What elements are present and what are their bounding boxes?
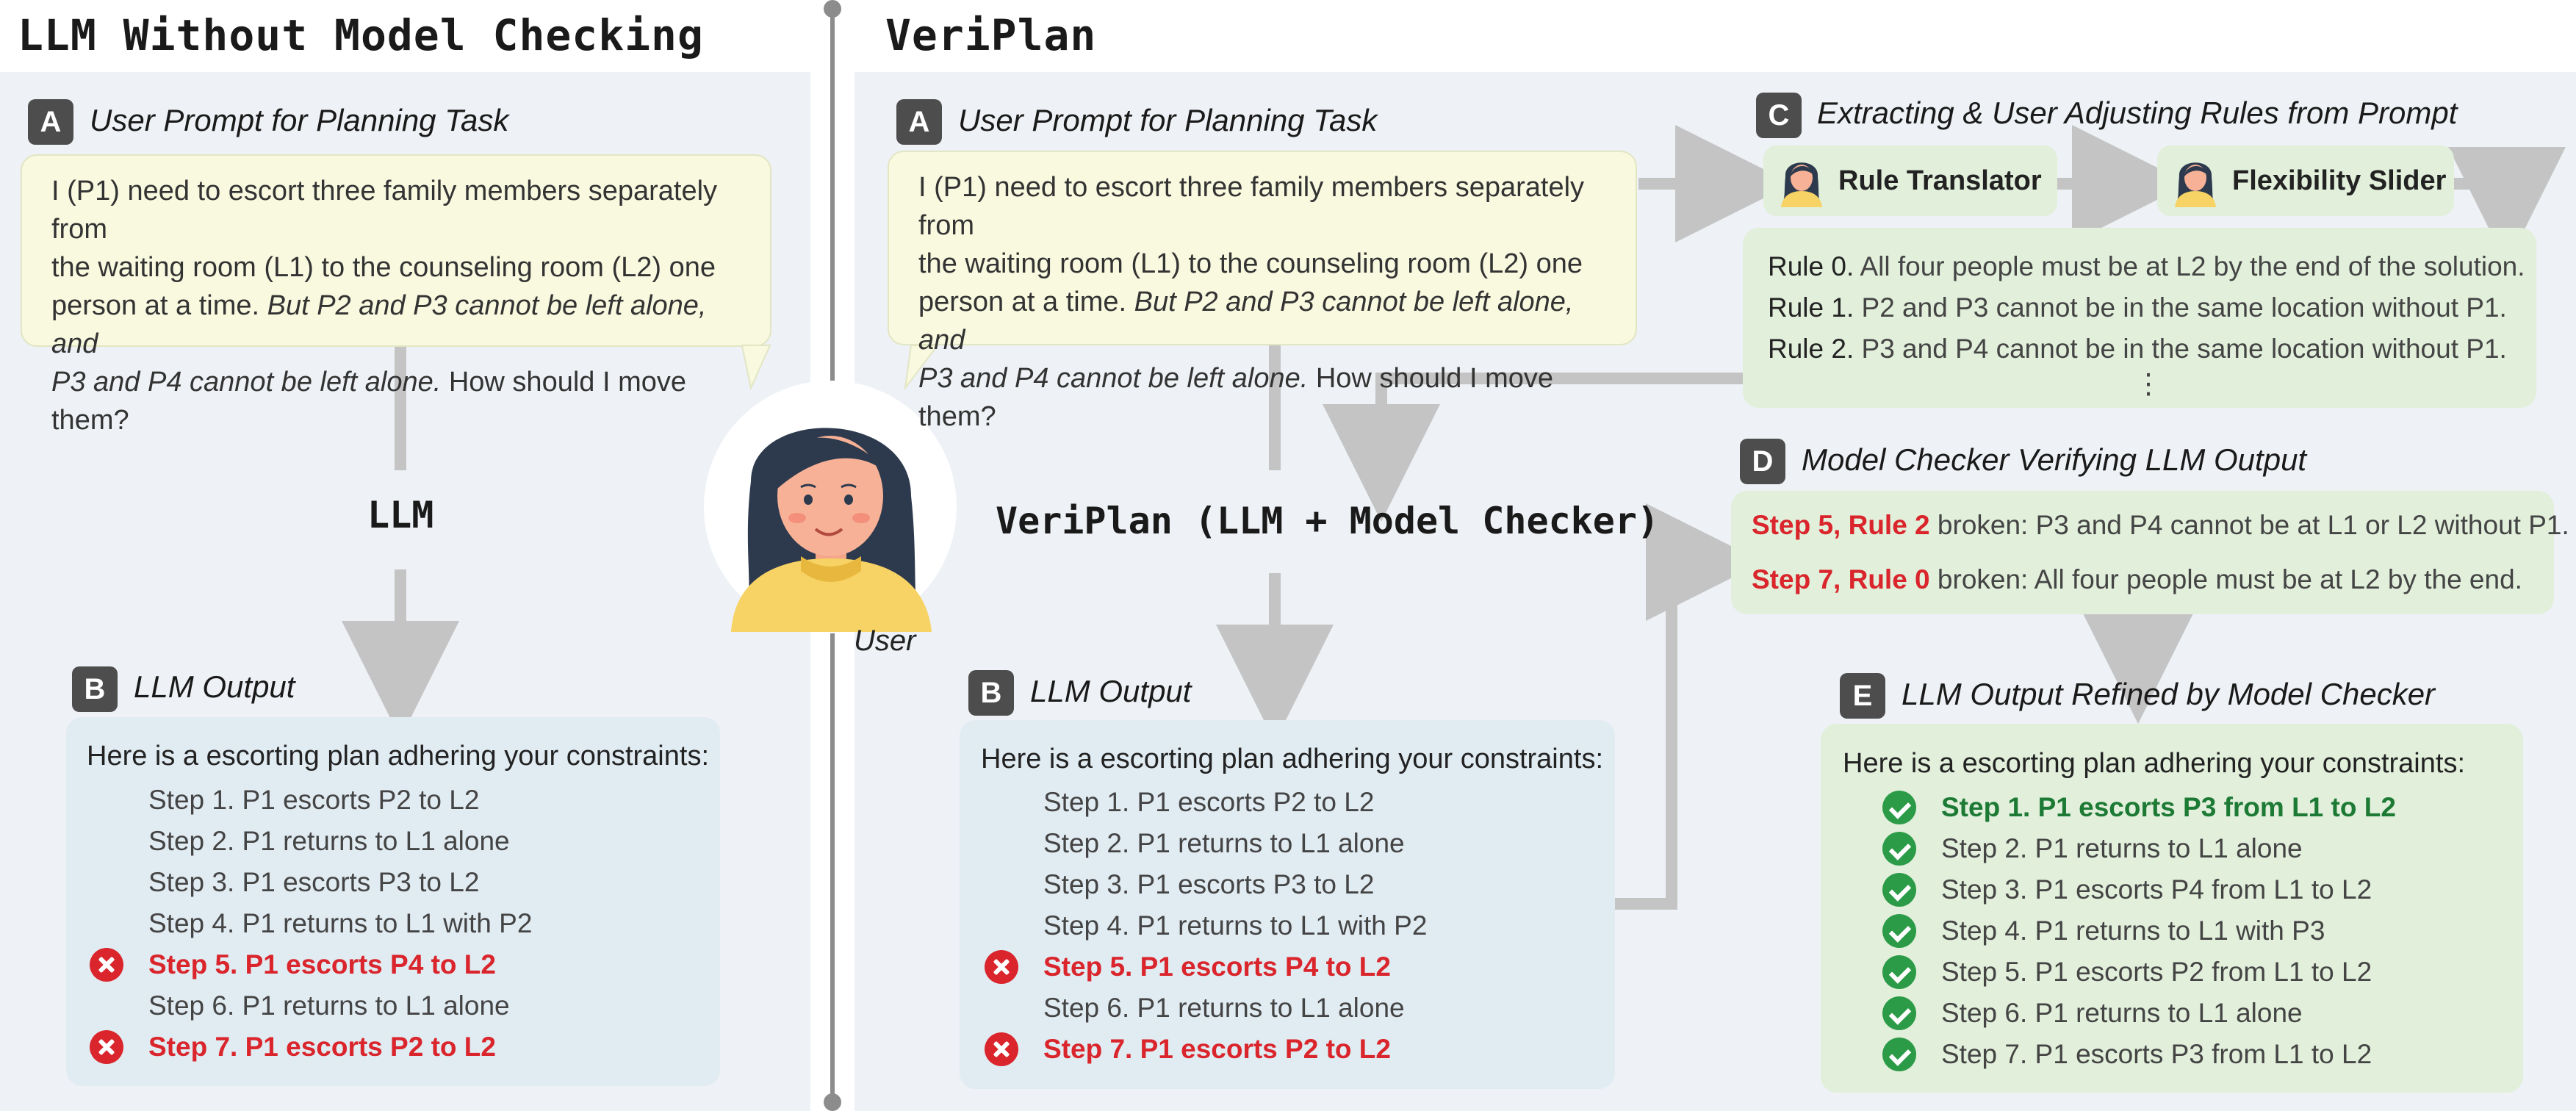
checker-error: Step 7, Rule 0 broken: All four people m… xyxy=(1752,564,2522,594)
section-badge-e: E xyxy=(1840,673,1885,719)
user-label: User xyxy=(854,625,916,657)
flexibility-slider-chip[interactable]: Flexibility Slider xyxy=(2157,145,2454,216)
output-step: Step 4. P1 returns to L1 with P2 xyxy=(1043,910,1428,941)
user-avatar xyxy=(691,378,970,643)
check-icon xyxy=(1882,791,1916,824)
output-heading-left: Here is a escorting plan adhering your c… xyxy=(87,741,710,772)
output-step: Step 4. P1 returns to L1 with P2 xyxy=(148,908,533,938)
section-badge-a-right: A xyxy=(896,99,942,145)
refined-section-title: LLM Output Refined by Model Checker xyxy=(1902,677,2436,711)
flexibility-slider-label: Flexibility Slider xyxy=(2232,165,2447,196)
prompt-line-2: the waiting room (L1) to the counseling … xyxy=(51,252,716,283)
rule-item[interactable]: Rule 1. P2 and P3 cannot be in the same … xyxy=(1768,292,2507,323)
veriplan-process-label: VeriPlan (LLM + Model Checker) xyxy=(996,500,1660,542)
prompt-line-4: P3 and P4 cannot be left alone. How shou… xyxy=(51,367,687,436)
rules-box xyxy=(1743,228,2536,408)
divider-top-dot xyxy=(824,0,841,18)
checker-box xyxy=(1731,491,2554,614)
divider-bottom-dot xyxy=(824,1093,841,1111)
prompt-line-4-right: P3 and P4 cannot be left alone. How shou… xyxy=(918,363,1554,432)
llm-process-label: LLM xyxy=(367,494,434,536)
output-step: Step 3. P1 escorts P3 to L2 xyxy=(1043,869,1375,899)
prompt-line-1: I (P1) need to escort three family membe… xyxy=(51,176,718,245)
refined-step: Step 3. P1 escorts P4 from L1 to L2 xyxy=(1941,874,2372,905)
arrow-output-to-checker xyxy=(1615,503,1763,910)
rules-section-title: Extracting & User Adjusting Rules from P… xyxy=(1817,96,2458,130)
llm-output-box-left xyxy=(66,717,720,1086)
check-icon xyxy=(1882,873,1916,907)
output-step: Step 2. P1 returns to L1 alone xyxy=(148,826,510,856)
error-x-icon xyxy=(90,1030,123,1064)
output-step: Step 5. P1 escorts P4 to L2 xyxy=(148,949,496,979)
user-prompt-bubble-left: I (P1) need to escort three family membe… xyxy=(21,154,771,436)
prompt-line-1-right: I (P1) need to escort three family membe… xyxy=(918,172,1585,241)
section-badge-b-right: B xyxy=(968,670,1014,716)
refined-step: Step 4. P1 returns to L1 with P3 xyxy=(1941,916,2325,946)
rule-item[interactable]: Rule 0. All four people must be at L2 by… xyxy=(1768,251,2525,281)
rules-ellipsis: ⋮ xyxy=(2134,369,2162,400)
rule-translator-chip: Rule Translator xyxy=(1763,145,2057,216)
prompt-line-3: person at a time. But P2 and P3 cannot b… xyxy=(51,290,707,359)
output-step: Step 1. P1 escorts P2 to L2 xyxy=(148,785,480,815)
arrow-rules-to-veriplan xyxy=(1323,373,1743,522)
check-icon xyxy=(1882,1038,1916,1071)
slider-avatar-icon xyxy=(2175,162,2216,207)
error-x-icon xyxy=(90,948,123,982)
output-step: Step 6. P1 returns to L1 alone xyxy=(1043,993,1405,1023)
section-badge-c: C xyxy=(1756,93,1802,138)
refined-output-box xyxy=(1821,724,2523,1093)
right-panel-title: VeriPlan xyxy=(885,10,1097,60)
check-icon xyxy=(1882,914,1916,948)
section-badge-d: D xyxy=(1740,439,1785,484)
checker-error: Step 5, Rule 2 broken: P3 and P4 cannot … xyxy=(1752,510,2569,540)
output-step: Step 6. P1 returns to L1 alone xyxy=(148,990,510,1021)
translator-avatar-icon xyxy=(1781,162,1822,207)
prompt-section-title-left: User Prompt for Planning Task xyxy=(90,103,509,137)
section-badge-a-left: A xyxy=(28,99,73,145)
output-section-title-left: LLM Output xyxy=(134,669,295,704)
output-step: Step 1. P1 escorts P2 to L2 xyxy=(1043,787,1375,817)
refined-step: Step 5. P1 escorts P2 from L1 to L2 xyxy=(1941,957,2372,987)
check-icon xyxy=(1882,996,1916,1030)
output-step: Step 2. P1 returns to L1 alone xyxy=(1043,828,1405,858)
section-badge-b-left: B xyxy=(72,666,118,712)
prompt-line-3-right: person at a time. But P2 and P3 cannot b… xyxy=(918,287,1574,356)
error-x-icon xyxy=(985,1032,1018,1066)
refined-step: Step 1. P1 escorts P3 from L1 to L2 xyxy=(1941,792,2396,822)
prompt-line-2-right: the waiting room (L1) to the counseling … xyxy=(918,248,1583,279)
refined-step: Step 7. P1 escorts P3 from L1 to L2 xyxy=(1941,1039,2372,1069)
output-step: Step 5. P1 escorts P4 to L2 xyxy=(1043,952,1391,982)
check-icon xyxy=(1882,955,1916,989)
user-prompt-bubble-right: I (P1) need to escort three family membe… xyxy=(888,151,1637,432)
check-icon xyxy=(1882,832,1916,866)
checker-section-title: Model Checker Verifying LLM Output xyxy=(1802,442,2307,477)
output-step: Step 7. P1 escorts P2 to L2 xyxy=(148,1032,496,1062)
rule-translator-label: Rule Translator xyxy=(1838,165,2042,196)
output-step: Step 3. P1 escorts P3 to L2 xyxy=(148,867,480,897)
error-x-icon xyxy=(985,950,1018,984)
output-section-title-right: LLM Output xyxy=(1030,674,1192,708)
refined-step: Step 2. P1 returns to L1 alone xyxy=(1941,833,2303,863)
refined-step: Step 6. P1 returns to L1 alone xyxy=(1941,998,2303,1028)
refined-heading: Here is a escorting plan adhering your c… xyxy=(1843,748,2466,779)
left-panel-title: LLM Without Model Checking xyxy=(18,10,704,60)
prompt-section-title-right: User Prompt for Planning Task xyxy=(958,103,1378,137)
output-heading-right: Here is a escorting plan adhering your c… xyxy=(981,744,1604,774)
output-step: Step 7. P1 escorts P2 to L2 xyxy=(1043,1034,1391,1064)
llm-output-box-right xyxy=(960,720,1615,1089)
rule-item[interactable]: Rule 2. P3 and P4 cannot be in the same … xyxy=(1768,334,2507,364)
arrow-slider-to-rules xyxy=(2448,147,2566,265)
